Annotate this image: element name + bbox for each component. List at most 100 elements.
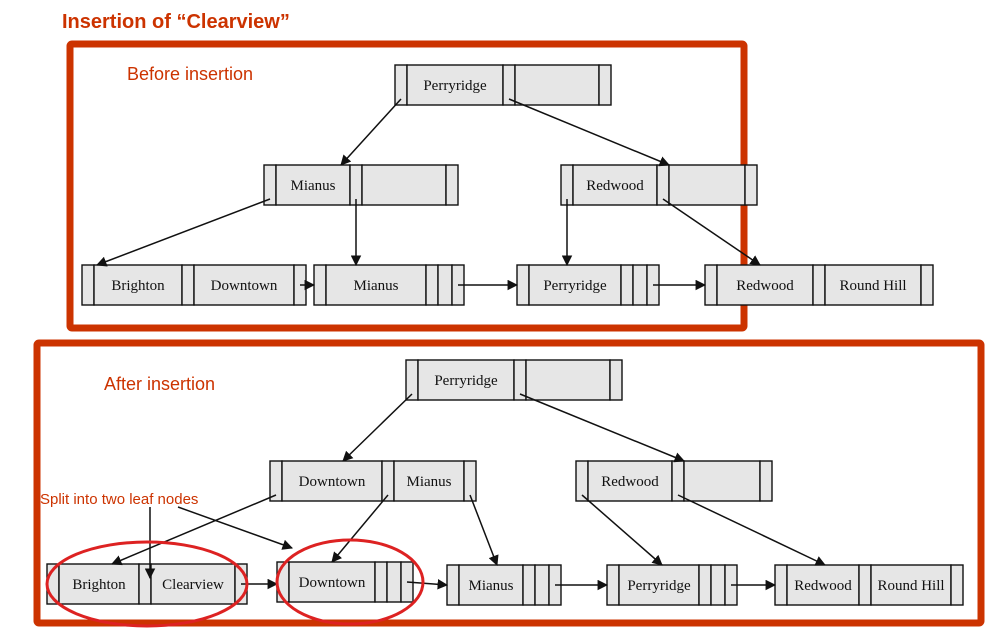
pointer-cell	[920, 264, 934, 306]
pointer-cell	[704, 264, 718, 306]
key-cell	[572, 164, 658, 206]
key-label: Mianus	[291, 178, 336, 194]
after-edge-i1-l1	[111, 494, 277, 566]
after-edge-i1-l2	[331, 494, 389, 563]
pointer-cell	[313, 264, 327, 306]
pointer-cell	[812, 264, 826, 306]
key-label: Redwood	[601, 474, 659, 490]
key-cell	[406, 64, 504, 106]
before-internal-node-2: Redwood	[560, 164, 758, 206]
pointer-cell	[522, 564, 536, 606]
key-label: Perryridge	[543, 278, 607, 294]
pointer-cell	[598, 64, 612, 106]
key-cell	[534, 564, 550, 606]
pointer-cell	[858, 564, 872, 606]
diagram-title: Insertion of “Clearview”	[62, 11, 290, 33]
after-edge-i2-l4	[581, 494, 663, 566]
pointer-cell	[446, 564, 460, 606]
split-annotation-pointer-right	[177, 506, 293, 550]
pointer-cell	[774, 564, 788, 606]
pointer-cell	[620, 264, 634, 306]
key-cell	[668, 164, 746, 206]
after-edge-root-right	[519, 393, 685, 463]
key-cell	[417, 359, 515, 401]
pointer-cell	[276, 561, 290, 603]
key-cell	[683, 460, 761, 502]
pointer-cell	[759, 460, 773, 502]
key-label: Mianus	[407, 474, 452, 490]
after-internal-node-2: Redwood	[575, 460, 773, 502]
before-leaf-node-3: Perryridge	[516, 264, 660, 306]
key-cell	[361, 164, 447, 206]
key-cell	[393, 460, 465, 502]
after-edge-i2-l5	[677, 494, 826, 566]
key-label: Round Hill	[877, 578, 944, 594]
split-annotation: Split into two leaf nodes	[40, 491, 198, 508]
before-internal-node-1: Mianus	[263, 164, 459, 206]
key-label: Redwood	[794, 578, 852, 594]
pointer-cell	[516, 264, 530, 306]
split-highlight-ellipse-left	[45, 540, 249, 628]
key-cell	[150, 563, 236, 605]
before-root-node: Perryridge	[394, 64, 612, 106]
key-cell	[514, 64, 600, 106]
after-internal-node-1: Downtown Mianus	[269, 460, 477, 502]
key-cell	[824, 264, 922, 306]
key-label: Downtown	[299, 575, 366, 591]
key-cell	[281, 460, 383, 502]
key-label: Perryridge	[627, 578, 691, 594]
key-label: Mianus	[354, 278, 399, 294]
key-label: Downtown	[299, 474, 366, 490]
after-edge-i1-l3	[469, 494, 499, 566]
after-panel-label: After insertion	[104, 374, 215, 394]
after-leaf-node-3: Mianus	[446, 564, 562, 606]
before-panel-label: Before insertion	[127, 64, 253, 84]
before-leaf-node-1: Brighton Downtown	[81, 264, 307, 306]
after-edge-root-left	[342, 393, 413, 462]
pointer-cell	[609, 359, 623, 401]
key-cell	[193, 264, 295, 306]
key-label: Round Hill	[839, 278, 906, 294]
key-cell	[632, 264, 648, 306]
before-edge-i2-l4	[662, 198, 761, 266]
pointer-cell	[374, 561, 388, 603]
split-highlight-ellipse-right	[275, 538, 425, 626]
key-cell	[288, 561, 376, 603]
before-edge-root-right	[508, 98, 670, 167]
key-cell	[93, 264, 183, 306]
key-label: Mianus	[469, 578, 514, 594]
key-label: Downtown	[211, 278, 278, 294]
before-edge-root-left	[340, 98, 402, 166]
key-cell	[710, 564, 726, 606]
after-panel	[33, 339, 985, 627]
pointer-cell	[81, 264, 95, 306]
pointer-cell	[463, 460, 477, 502]
key-cell	[870, 564, 952, 606]
pointer-cell	[950, 564, 964, 606]
key-label: Perryridge	[423, 78, 487, 94]
key-label: Brighton	[111, 278, 165, 294]
pointer-cell	[606, 564, 620, 606]
key-cell	[386, 561, 402, 603]
after-leaf-node-5: Redwood Round Hill	[774, 564, 964, 606]
key-label: Perryridge	[434, 373, 498, 389]
pointer-cell	[425, 264, 439, 306]
after-sibling-2-3	[406, 579, 449, 590]
after-leaf-node-2: Downtown	[276, 561, 414, 603]
pointer-cell	[698, 564, 712, 606]
pointer-cell	[181, 264, 195, 306]
pointer-cell	[445, 164, 459, 206]
after-root-node: Perryridge	[405, 359, 623, 401]
pointer-cell	[138, 563, 152, 605]
key-cell	[716, 264, 814, 306]
key-cell	[325, 264, 427, 306]
key-label: Clearview	[162, 577, 224, 593]
key-cell	[525, 359, 611, 401]
before-leaf-node-2: Mianus	[313, 264, 465, 306]
key-cell	[437, 264, 453, 306]
after-leaf-node-4: Perryridge	[606, 564, 738, 606]
before-edge-i1-l1	[96, 198, 271, 267]
